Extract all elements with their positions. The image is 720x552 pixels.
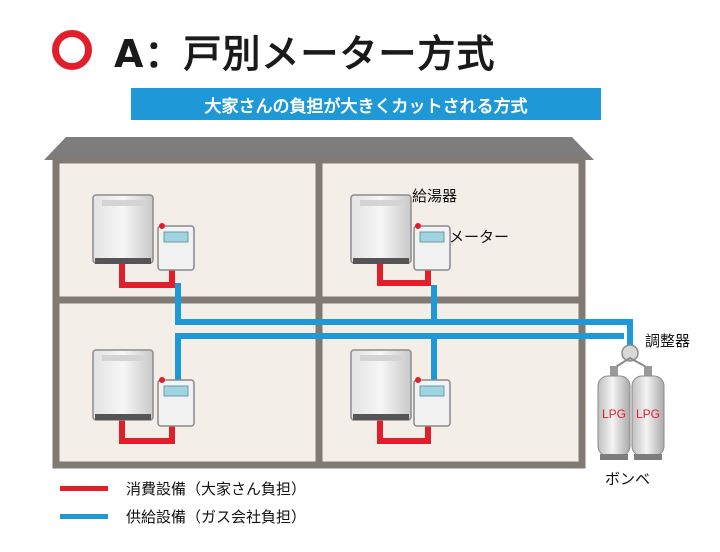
circle-mark-icon — [52, 30, 92, 70]
subtitle-banner: 大家さんの負担が大きくカットされる方式 — [131, 88, 601, 120]
page-title: A：戸別メーター方式 — [114, 31, 496, 76]
consumer-pipe-unit1 — [119, 263, 175, 288]
legend-label-supply: 供給設備（ガス会社負担） — [126, 508, 307, 526]
lpg-label-right: LPG — [636, 407, 660, 421]
legend-swatch-consumer — [60, 486, 108, 491]
water-heater-unit1 — [92, 194, 154, 264]
consumer-pipe-unit2 — [377, 263, 431, 286]
supply-pipe-upper — [175, 283, 633, 345]
legend-item-consumer: 消費設備（大家さん負担） — [60, 478, 306, 499]
consumer-pipes — [119, 263, 431, 444]
supply-pipes — [175, 283, 633, 380]
water-heater-unit4 — [350, 349, 412, 421]
gas-meter-unit2 — [413, 223, 451, 271]
legend-swatch-supply — [60, 514, 108, 519]
meter-label: メーター — [449, 228, 510, 246]
water-heater-unit3 — [92, 349, 154, 421]
title-row: A：戸別メーター方式 — [52, 22, 495, 78]
gas-meter-unit3 — [157, 377, 195, 427]
gas-meter-unit1 — [157, 223, 195, 271]
roof — [44, 137, 594, 160]
water-heater-label: 給湯器 — [412, 187, 458, 205]
building — [44, 137, 594, 469]
legend-item-supply: 供給設備（ガス会社負担） — [60, 506, 306, 527]
lpg-cylinder-right — [631, 366, 665, 460]
legend-label-consumer: 消費設備（大家さん負担） — [126, 480, 307, 498]
consumer-pipe-unit3 — [119, 420, 175, 444]
regulator — [613, 344, 649, 369]
lpg-cylinder-left — [597, 366, 631, 460]
regulator-label: 調整器 — [645, 332, 691, 350]
lpg-label-left: LPG — [602, 407, 626, 421]
cylinders-label: ボンベ — [605, 470, 651, 488]
supply-pipe-lower — [175, 333, 624, 380]
water-heater-unit2 — [350, 194, 412, 264]
gas-meter-unit4 — [413, 377, 451, 427]
consumer-pipe-unit4 — [377, 420, 431, 444]
